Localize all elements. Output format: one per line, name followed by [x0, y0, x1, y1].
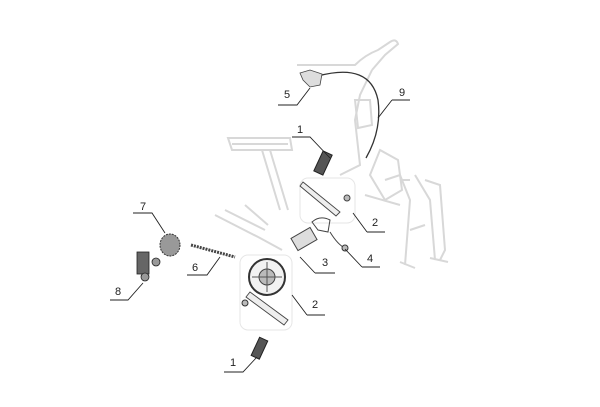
rear-derailleur-drawing [136, 251, 161, 282]
crank-arm-upper-drawing [299, 181, 341, 217]
callout-4-front-derailleur: 4 [366, 253, 374, 265]
leader-3 [299, 256, 335, 274]
leader-5 [278, 87, 311, 106]
callout-2-crank-arm: 2 [371, 217, 379, 229]
callout-9-cable: 9 [398, 87, 406, 99]
crank-arm-box [299, 177, 356, 224]
leader-4 [344, 248, 380, 268]
crank-bolt-drawing [343, 194, 351, 202]
shift-cable-drawing [317, 71, 380, 159]
bottom-bracket-drawing [290, 226, 318, 252]
chainring-drawing [248, 258, 286, 296]
leader-9 [377, 99, 410, 119]
front-derailleur-drawing [311, 217, 346, 249]
shifter-drawing [299, 69, 323, 88]
front-derailleur-clamp-drawing [341, 244, 349, 252]
leader-8 [110, 282, 144, 301]
bike-frame [214, 39, 449, 269]
callout-5-shifter: 5 [283, 89, 291, 101]
callout-3-bottom-bracket: 3 [321, 257, 329, 269]
crankset-box [239, 254, 293, 331]
pedal-bottom-drawing [250, 336, 269, 360]
callout-8-rear-derailleur: 8 [114, 286, 122, 298]
crank-bolt-lower-drawing [241, 299, 249, 307]
leader-2-upper [352, 212, 385, 233]
cassette-drawing [159, 233, 181, 257]
chain-drawing [190, 243, 236, 259]
leader-lines [110, 87, 410, 373]
leader-2-lower [291, 294, 325, 316]
pedal-top-drawing [313, 150, 333, 176]
leader-1-bottom [224, 356, 258, 373]
crank-arm-lower-drawing [245, 291, 289, 326]
callout-1-pedal: 1 [296, 124, 304, 136]
callout-7-cassette: 7 [139, 201, 147, 213]
callout-6-chain: 6 [191, 262, 199, 274]
callout-2-crankset: 2 [311, 299, 319, 311]
leader-6 [187, 256, 221, 276]
callout-1-pedal-lower: 1 [229, 357, 237, 369]
leader-7 [133, 212, 166, 234]
leader-1-top [292, 136, 331, 159]
